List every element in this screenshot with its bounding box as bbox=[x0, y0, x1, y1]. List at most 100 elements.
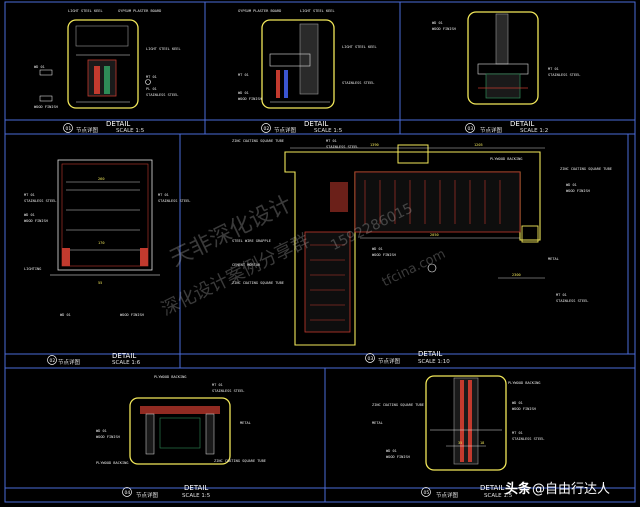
panel-01-scale: SCALE 1:5 bbox=[116, 128, 145, 134]
panel-07-dim-0: 35 bbox=[458, 441, 462, 445]
detail-panel-03: WD 01 WOOD FINISH MT 01 STAINLESS STEEL … bbox=[432, 11, 580, 134]
panel-07-subtitle: 节点详图 bbox=[436, 491, 459, 499]
panel-04-label-0: MT 01 bbox=[24, 193, 35, 197]
panel-07-label-8: WOOD FINISH bbox=[386, 455, 410, 459]
panel-01-outline bbox=[67, 19, 139, 109]
panel-03-label-0: WD 01 bbox=[432, 21, 443, 25]
plan-dim-3: 1205 bbox=[474, 143, 483, 147]
panel-06-outline bbox=[129, 397, 231, 465]
panel-04-label-2: WD 01 bbox=[24, 213, 35, 217]
plan-label-0: ZINC COATING SQUARE TUBE bbox=[232, 139, 284, 143]
panel-06-label-3: WD 01 bbox=[96, 429, 107, 433]
plan-label-1: MT 01 bbox=[326, 139, 337, 143]
plan-label-9: ZINC COATING SQUARE TUBE bbox=[232, 281, 284, 285]
panel-02-label-5: WD 01 bbox=[238, 91, 249, 95]
panel-05-subtitle: 节点详图 bbox=[378, 357, 401, 365]
detail-panel-07: 35 18 PLYWOOD BACKING ZINC COATING SQUAR… bbox=[372, 375, 544, 499]
panel-06-number: 04 bbox=[125, 490, 131, 496]
plan-label-12: WOOD FINISH bbox=[372, 253, 396, 257]
panel-07-number: 05 bbox=[424, 490, 430, 496]
panel-03-title: DETAIL bbox=[510, 120, 534, 128]
plan-label-14: STAINLESS STEEL bbox=[556, 299, 588, 303]
panel-06-label-2: STAINLESS STEEL bbox=[212, 389, 244, 393]
panel-03-scale: SCALE 1:2 bbox=[520, 128, 548, 134]
panel-02-label-0: GYPSUM PLASTER BOARD bbox=[238, 9, 281, 13]
panel-06-subtitle: 节点详图 bbox=[136, 491, 159, 499]
panel-07-title: DETAIL bbox=[480, 484, 504, 492]
panel-01-label-2: LIGHT STEEL KEEL bbox=[146, 47, 181, 51]
panel-04-label-6: STAINLESS STEEL bbox=[158, 199, 190, 203]
plan-label-4: ZINC COATING SQUARE TUBE bbox=[560, 167, 612, 171]
plan-dim-0: 1390 bbox=[370, 143, 379, 147]
panel-07-label-2: WD 01 bbox=[512, 401, 523, 405]
panel-07-outline bbox=[425, 375, 507, 471]
panel-04-subtitle: 节点详图 bbox=[58, 358, 81, 366]
panel-02-scale: SCALE 1:5 bbox=[314, 128, 343, 134]
panel-06-label-5: METAL bbox=[240, 421, 251, 425]
detail-panel-01: LIGHT STEEL KEEL GYPSUM PLASTER BOARD LI… bbox=[34, 9, 181, 134]
plan-label-13: MT 01 bbox=[556, 293, 567, 297]
panel-02-label-2: LIGHT STEEL KEEL bbox=[342, 45, 377, 49]
panel-02-label-6: WOOD FINISH bbox=[238, 97, 262, 101]
credit-handle: @自由行达人 bbox=[532, 482, 610, 497]
panel-07-label-1: ZINC COATING SQUARE TUBE bbox=[372, 403, 424, 407]
panel-07-label-0: PLYWOOD BACKING bbox=[508, 381, 540, 385]
panel-06-label-7: ZINC COATING SQUARE TUBE bbox=[214, 459, 266, 463]
plan-label-3: PLYWOOD BACKING bbox=[490, 157, 522, 161]
panel-04-label-7: WD 01 bbox=[60, 313, 71, 317]
panel-01-label-0: LIGHT STEEL KEEL bbox=[68, 9, 103, 13]
plan-label-2: STAINLESS STEEL bbox=[326, 145, 358, 149]
panel-04-dim-2: 55 bbox=[98, 281, 102, 285]
panel-06-label-4: WOOD FINISH bbox=[96, 435, 120, 439]
sheet-frame bbox=[4, 1, 636, 503]
panel-01-red-infill bbox=[94, 66, 100, 94]
plan-dim-1: 2050 bbox=[430, 233, 439, 237]
plan-label-10: METAL bbox=[548, 257, 559, 261]
panel-04-title: DETAIL bbox=[112, 352, 136, 360]
credit-logo: 头条 bbox=[505, 481, 532, 497]
panel-01-label-7: WOOD FINISH bbox=[34, 105, 58, 109]
panel-07-label-7: WD 01 bbox=[386, 449, 397, 453]
panel-02-label-3: MT 01 bbox=[238, 73, 249, 77]
panel-03-label-1: WOOD FINISH bbox=[432, 27, 456, 31]
panel-07-label-5: MT 01 bbox=[512, 431, 523, 435]
panel-03-outline bbox=[467, 11, 539, 105]
panel-04-label-5: MT 01 bbox=[158, 193, 169, 197]
panel-04-label-3: WOOD FINISH bbox=[24, 219, 48, 223]
panel-03-label-2: MT 01 bbox=[548, 67, 559, 71]
panel-06-label-0: PLYWOOD BACKING bbox=[154, 375, 186, 379]
panel-03-label-3: STAINLESS STEEL bbox=[548, 73, 580, 77]
panel-06-label-1: MT 01 bbox=[212, 383, 223, 387]
panel-07-dim-1: 18 bbox=[480, 441, 484, 445]
plan-counter-top bbox=[354, 171, 521, 233]
panel-05-scale: SCALE 1:10 bbox=[418, 359, 450, 365]
panel-06-title: DETAIL bbox=[184, 484, 208, 492]
panel-07-scale: SCALE 1:5 bbox=[484, 493, 513, 499]
plan-label-5: WD 01 bbox=[566, 183, 577, 187]
panel-07-label-3: WOOD FINISH bbox=[512, 407, 536, 411]
panel-06-scale: SCALE 1:5 bbox=[182, 493, 211, 499]
panel-03-subtitle: 节点详图 bbox=[480, 126, 503, 134]
panel-02-label-1: LIGHT STEEL KEEL bbox=[300, 9, 335, 13]
panel-05-number: 03 bbox=[368, 356, 374, 362]
detail-panel-04: 260 170 55 MT 01 STAINLESS STEEL WD 01 W… bbox=[24, 159, 190, 366]
panel-01-label-6: WD 01 bbox=[34, 65, 45, 69]
plan-dim-2: 2300 bbox=[512, 273, 521, 277]
panel-01-label-5: STAINLESS STEEL bbox=[146, 93, 178, 97]
plan-label-6: WOOD FINISH bbox=[566, 189, 590, 193]
detail-panel-05-plan: 1390 2050 2300 1205 ZINC COATING SQUARE … bbox=[232, 139, 612, 365]
panel-07-label-6: STAINLESS STEEL bbox=[512, 437, 544, 441]
panel-01-subtitle: 节点详图 bbox=[76, 126, 99, 134]
panel-06-label-6: PLYWOOD BACKING bbox=[96, 461, 128, 465]
panel-04-label-4: LIGHTING bbox=[24, 267, 41, 271]
detail-panel-02: GYPSUM PLASTER BOARD LIGHT STEEL KEEL LI… bbox=[238, 9, 377, 134]
panel-02-label-4: STAINLESS STEEL bbox=[342, 81, 374, 85]
panel-02-outline bbox=[261, 19, 335, 109]
panel-04-dim-0: 260 bbox=[98, 177, 105, 181]
panel-04-number: 02 bbox=[50, 358, 56, 364]
panel-01-label-3: MT 01 bbox=[146, 75, 157, 79]
panel-04-dim-1: 170 bbox=[98, 241, 105, 245]
panel-04-label-1: STAINLESS STEEL bbox=[24, 199, 56, 203]
panel-05-title: DETAIL bbox=[418, 350, 442, 358]
